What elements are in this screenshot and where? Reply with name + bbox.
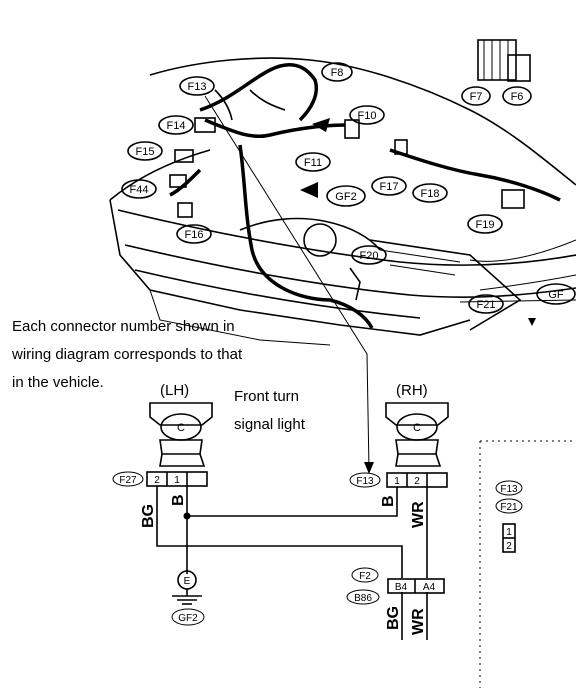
tag-f44: F44	[121, 179, 157, 199]
svg-text:F13: F13	[188, 81, 207, 93]
joint-tag-b86: B86	[354, 593, 372, 604]
f13-leader-line	[204, 95, 370, 471]
tag-f20: F20	[351, 245, 387, 265]
vehicle-illustration	[109, 39, 576, 346]
joint-wire-wr: WR	[410, 608, 427, 635]
svg-text:GF: GF	[548, 289, 564, 301]
rh-connector: F13 1 2	[349, 472, 448, 488]
joint-connector: F2 B86 B4 A4	[346, 567, 445, 605]
rh-wire-b: B	[380, 495, 397, 507]
rh-pin-1: 1	[394, 476, 400, 487]
lh-connector-tag: F27	[119, 475, 137, 486]
rh-label: (RH)	[396, 382, 428, 399]
joint-tag-f2: F2	[359, 571, 371, 582]
tag-gf2-vehicle: GF2	[326, 185, 366, 207]
tag-f10: F10	[349, 105, 385, 125]
tag-f6: F6	[502, 86, 532, 106]
svg-text:F44: F44	[130, 184, 149, 196]
note-line-1: Each connector number shown in	[12, 318, 235, 335]
lh-pin-2: 2	[154, 475, 160, 486]
tag-f16: F16	[176, 224, 212, 244]
tag-f7: F7	[461, 86, 491, 106]
lh-bulb-icon: C	[149, 402, 213, 467]
note-line-2: wiring diagram corresponds to that	[11, 346, 243, 363]
joint-pin-a4: A4	[423, 582, 436, 593]
svg-text:F8: F8	[331, 67, 344, 79]
caption-line-1: Front turn	[234, 388, 299, 405]
legend-tag-f13: F13	[500, 484, 518, 495]
svg-text:F18: F18	[421, 188, 440, 200]
rh-wire-wr: WR	[410, 501, 427, 528]
note-line-3: in the vehicle.	[12, 374, 104, 391]
svg-text:F21: F21	[477, 299, 496, 311]
tag-f11: F11	[295, 152, 331, 172]
vehicle-connector-tags: F13 F8 F7 F6 F14 F10 F15 F11 F44 GF2 F17…	[121, 62, 576, 314]
svg-text:GF2: GF2	[335, 191, 356, 203]
svg-text:F20: F20	[360, 250, 379, 262]
svg-text:F6: F6	[511, 91, 524, 103]
rh-bulb-icon: C	[385, 402, 449, 467]
tag-f21: F21	[468, 294, 504, 314]
tag-f14: F14	[158, 115, 194, 135]
svg-text:F14: F14	[167, 120, 186, 132]
joint-wire-bg: BG	[385, 606, 402, 630]
ground-tag: GF2	[178, 613, 198, 624]
svg-text:C: C	[177, 422, 185, 434]
svg-text:F15: F15	[136, 146, 155, 158]
tag-f15: F15	[127, 141, 163, 161]
tag-f19: F19	[467, 214, 503, 234]
tag-f18: F18	[412, 183, 448, 203]
tag-f8: F8	[321, 62, 353, 82]
lh-connector: F27 2 1	[112, 471, 208, 487]
svg-text:F16: F16	[185, 229, 204, 241]
lh-wire-bg: BG	[140, 504, 157, 528]
legend-tag-f21: F21	[500, 502, 518, 513]
svg-text:F19: F19	[476, 219, 495, 231]
connector-legend: F13 F21 1 2	[479, 440, 576, 688]
rh-connector-tag: F13	[356, 476, 374, 487]
lh-label: (LH)	[160, 382, 189, 399]
caption-line-2: signal light	[234, 416, 306, 433]
tag-f13-vehicle: F13	[179, 76, 215, 96]
svg-text:F11: F11	[304, 157, 322, 169]
tag-gf: GF	[536, 283, 576, 305]
wires	[156, 486, 428, 640]
lh-wire-b: B	[170, 494, 187, 506]
svg-text:F7: F7	[470, 91, 483, 103]
legend-pin-1: 1	[506, 527, 512, 538]
ground-symbol: E GF2	[171, 570, 205, 626]
lh-pin-1: 1	[174, 475, 180, 486]
svg-text:F10: F10	[358, 110, 377, 122]
svg-text:F17: F17	[380, 181, 399, 193]
svg-text:C: C	[413, 422, 421, 434]
splice-dot	[183, 512, 191, 520]
ground-e-label: E	[184, 576, 191, 587]
joint-pin-b4: B4	[395, 582, 408, 593]
legend-pin-2: 2	[506, 541, 512, 552]
rh-pin-2: 2	[414, 476, 420, 487]
tag-f17: F17	[371, 176, 407, 196]
f13-leader-arrow	[364, 462, 374, 474]
